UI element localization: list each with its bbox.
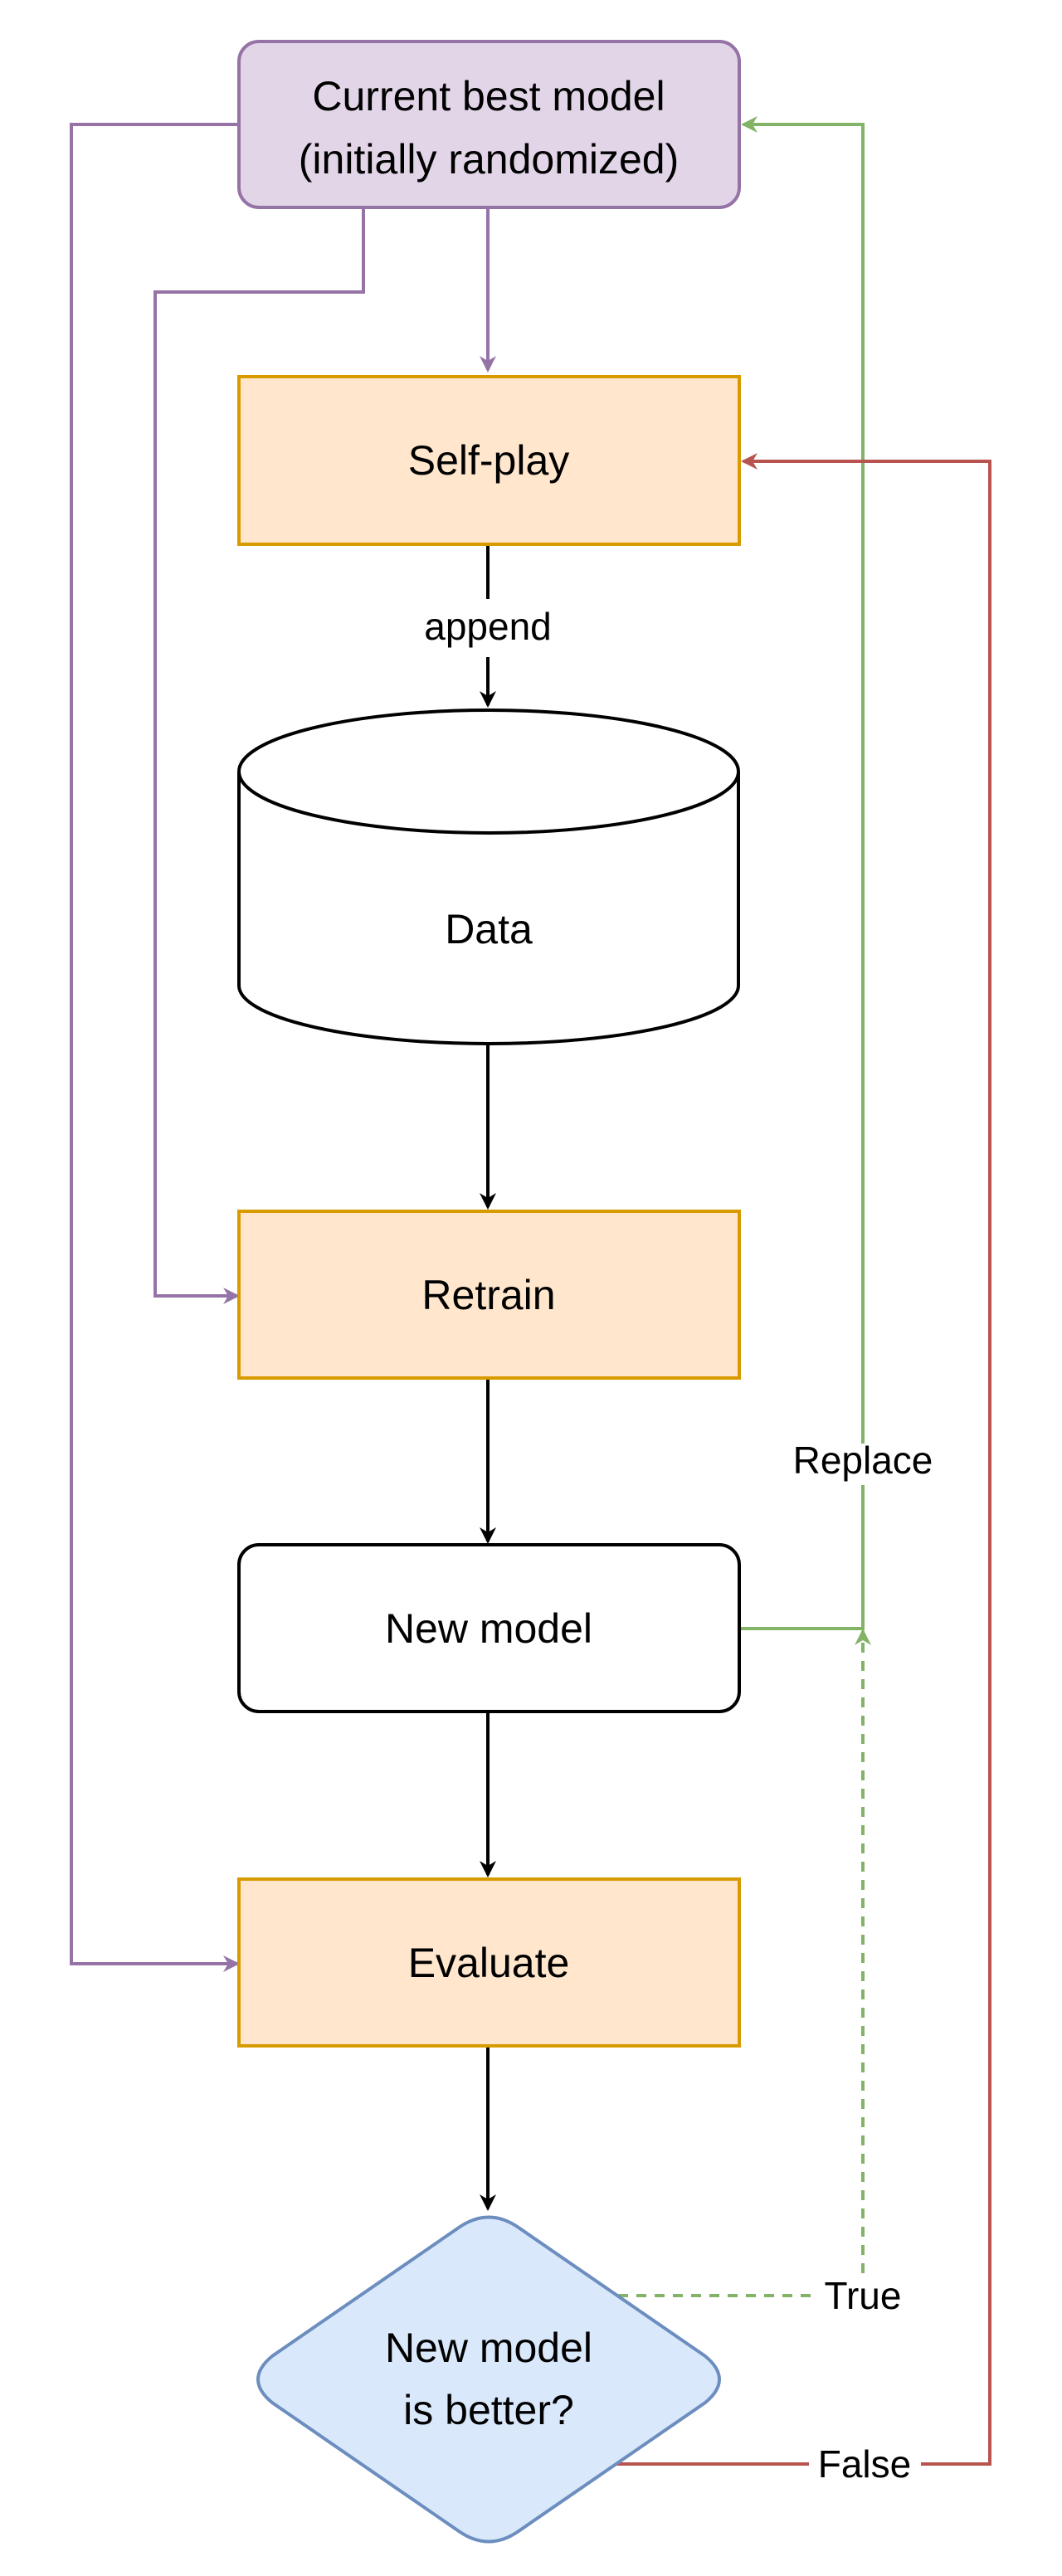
node-decision: New model is better? xyxy=(256,2215,721,2544)
current-best-line1: Current best model xyxy=(312,73,665,119)
edge-current-to-retrain xyxy=(153,207,365,1304)
edge-current-to-evaluate xyxy=(70,123,240,1972)
node-current-best-model: Current best model (initially randomized… xyxy=(237,40,741,209)
node-self-play: Self-play xyxy=(237,375,741,546)
edge-replace-upper xyxy=(741,116,865,1444)
decision-line1: New model xyxy=(385,2325,592,2371)
edge-label-true: True xyxy=(825,2274,902,2317)
edge-label-false: False xyxy=(818,2442,911,2486)
edge-false-right xyxy=(741,453,991,2466)
edge-label-replace: Replace xyxy=(793,1439,933,1482)
evaluate-label: Evaluate xyxy=(408,1940,570,1986)
node-new-model: New model xyxy=(237,1543,741,1713)
node-evaluate: Evaluate xyxy=(237,1877,741,2048)
edge-replace xyxy=(738,1485,865,1630)
edge-label-append: append xyxy=(424,605,552,648)
self-play-label: Self-play xyxy=(408,437,570,484)
node-retrain: Retrain xyxy=(237,1210,741,1380)
decision-line2: is better? xyxy=(403,2387,574,2433)
current-best-line2: (initially randomized) xyxy=(299,136,680,183)
data-label: Data xyxy=(445,906,533,952)
retrain-label: Retrain xyxy=(421,1272,555,1318)
new-model-label: New model xyxy=(385,1605,592,1652)
node-data-store: Data xyxy=(237,709,740,1045)
